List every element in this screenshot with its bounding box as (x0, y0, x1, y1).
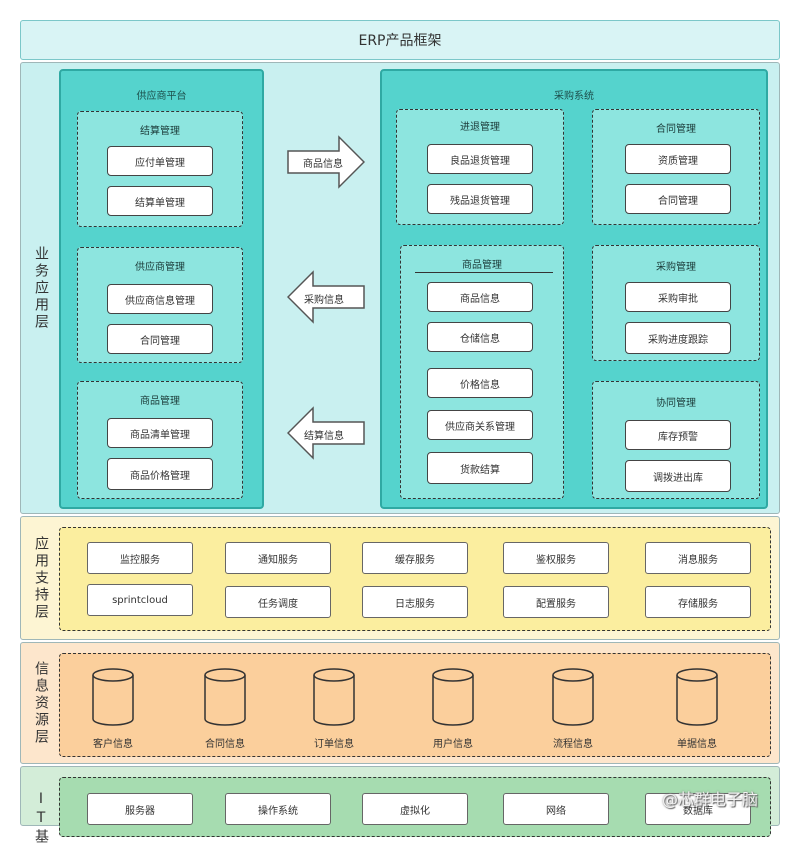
arrow-product-info-label: 商品信息 (303, 159, 343, 170)
payable-mgmt-item[interactable]: 应付单管理 (107, 146, 213, 176)
purchase-approval-item[interactable]: 采购审批 (625, 282, 731, 312)
it-virtualization[interactable]: 虚拟化 (362, 793, 468, 825)
service-sprintcloud[interactable]: sprintcloud (87, 584, 193, 616)
payment-settlement-item[interactable]: 货款结算 (427, 452, 533, 484)
purchase-system-panel: 采购系统 进退管理 良品退货管理 残品退货管理 合同管理 资质管理 合同管理 商… (380, 69, 768, 509)
contract-mgmt-item[interactable]: 合同管理 (107, 324, 213, 354)
service-cache[interactable]: 缓存服务 (362, 542, 468, 574)
it-os[interactable]: 操作系统 (225, 793, 331, 825)
arrow-product-info (287, 135, 365, 189)
it-server[interactable]: 服务器 (87, 793, 193, 825)
arrow-purchase-info (287, 270, 365, 324)
db-group-contract: 合同信息 (185, 667, 265, 757)
contract-item[interactable]: 合同管理 (625, 184, 731, 214)
group-title: 结算管理 (140, 126, 180, 137)
database-label: 单据信息 (677, 739, 717, 750)
purchase-tracking-item[interactable]: 采购进度跟踪 (625, 322, 731, 354)
arrow-settlement-info-label: 结算信息 (304, 431, 344, 442)
database-icon (432, 668, 474, 726)
contract-mgmt-group: 合同管理 资质管理 合同管理 (592, 109, 760, 225)
diagram-title: ERP产品框架 (20, 20, 780, 60)
it-network[interactable]: 网络 (503, 793, 609, 825)
database-icon (204, 668, 246, 726)
database-icon (676, 668, 718, 726)
resource-layer-label: 信息资源层 (33, 660, 49, 746)
group-title: 进退管理 (460, 122, 500, 133)
qualification-item[interactable]: 资质管理 (625, 144, 731, 174)
support-layer-label: 应用支持层 (33, 535, 49, 621)
product-info-item[interactable]: 商品信息 (427, 282, 533, 312)
arrow-settlement-info (287, 406, 365, 460)
product-list-item[interactable]: 商品清单管理 (107, 418, 213, 448)
resource-db-box (59, 653, 771, 757)
support-layer: 应用支持层 监控服务 通知服务 缓存服务 鉴权服务 消息服务 sprintclo… (20, 516, 780, 640)
db-group-process: 流程信息 (533, 667, 613, 757)
collab-mgmt-group: 协同管理 库存预警 调拨进出库 (592, 381, 760, 499)
service-notify[interactable]: 通知服务 (225, 542, 331, 574)
database-label: 客户信息 (93, 739, 133, 750)
settlement-group: 结算管理 应付单管理 结算单管理 (77, 111, 243, 227)
service-scheduler[interactable]: 任务调度 (225, 586, 331, 618)
service-config[interactable]: 配置服务 (503, 586, 609, 618)
database-icon (92, 668, 134, 726)
resource-layer: 信息资源层 客户信息 合同信息 订单信息 用户信息 (20, 642, 780, 764)
group-title: 协同管理 (656, 398, 696, 409)
db-group-customer: 客户信息 (73, 667, 153, 757)
database-label: 用户信息 (433, 739, 473, 750)
database-icon (313, 668, 355, 726)
group-title: 供应商管理 (135, 262, 185, 273)
product-mgmt-group: 商品管理 商品信息 仓储信息 价格信息 供应商关系管理 货款结算 (400, 245, 564, 499)
transfer-item[interactable]: 调拨进出库 (625, 460, 731, 492)
service-message[interactable]: 消息服务 (645, 542, 751, 574)
settlement-mgmt-item[interactable]: 结算单管理 (107, 186, 213, 216)
service-monitor[interactable]: 监控服务 (87, 542, 193, 574)
group-title: 商品管理 (140, 396, 180, 407)
purchase-system-title: 采购系统 (554, 91, 594, 102)
service-log[interactable]: 日志服务 (362, 586, 468, 618)
product-price-item[interactable]: 商品价格管理 (107, 458, 213, 490)
business-layer-label: 业务应用层 (33, 245, 49, 331)
db-group-order: 订单信息 (294, 667, 374, 757)
group-title: 采购管理 (656, 262, 696, 273)
watermark: @芯群电子脑 (662, 790, 759, 809)
db-group-document: 单据信息 (657, 667, 737, 757)
database-icon (552, 668, 594, 726)
supplier-platform-title: 供应商平台 (136, 91, 187, 102)
divider (415, 272, 553, 273)
purchase-mgmt-group: 采购管理 采购审批 采购进度跟踪 (592, 245, 760, 361)
supplier-mgmt-group: 供应商管理 供应商信息管理 合同管理 (77, 247, 243, 363)
good-return-item[interactable]: 良品退货管理 (427, 144, 533, 174)
service-auth[interactable]: 鉴权服务 (503, 542, 609, 574)
stock-alert-item[interactable]: 库存预警 (625, 420, 731, 450)
supplier-platform-panel: 供应商平台 结算管理 应付单管理 结算单管理 供应商管理 供应商信息管理 合同管… (59, 69, 264, 509)
warehouse-info-item[interactable]: 仓储信息 (427, 322, 533, 352)
product-mgmt-group: 商品管理 商品清单管理 商品价格管理 (77, 381, 243, 499)
supplier-info-item[interactable]: 供应商信息管理 (107, 284, 213, 314)
it-layer-label: IT基 (33, 791, 49, 846)
price-info-item[interactable]: 价格信息 (427, 368, 533, 398)
service-storage[interactable]: 存储服务 (645, 586, 751, 618)
business-layer: 业务应用层 供应商平台 结算管理 应付单管理 结算单管理 供应商管理 供应商信息… (20, 62, 780, 514)
group-title: 合同管理 (656, 124, 696, 135)
db-group-user: 用户信息 (413, 667, 493, 757)
database-label: 订单信息 (314, 739, 354, 750)
group-title: 商品管理 (462, 260, 502, 271)
arrow-purchase-info-label: 采购信息 (304, 295, 344, 306)
database-label: 流程信息 (553, 739, 593, 750)
defect-return-item[interactable]: 残品退货管理 (427, 184, 533, 214)
database-label: 合同信息 (205, 739, 245, 750)
supplier-relation-item[interactable]: 供应商关系管理 (427, 410, 533, 440)
return-mgmt-group: 进退管理 良品退货管理 残品退货管理 (396, 109, 564, 225)
